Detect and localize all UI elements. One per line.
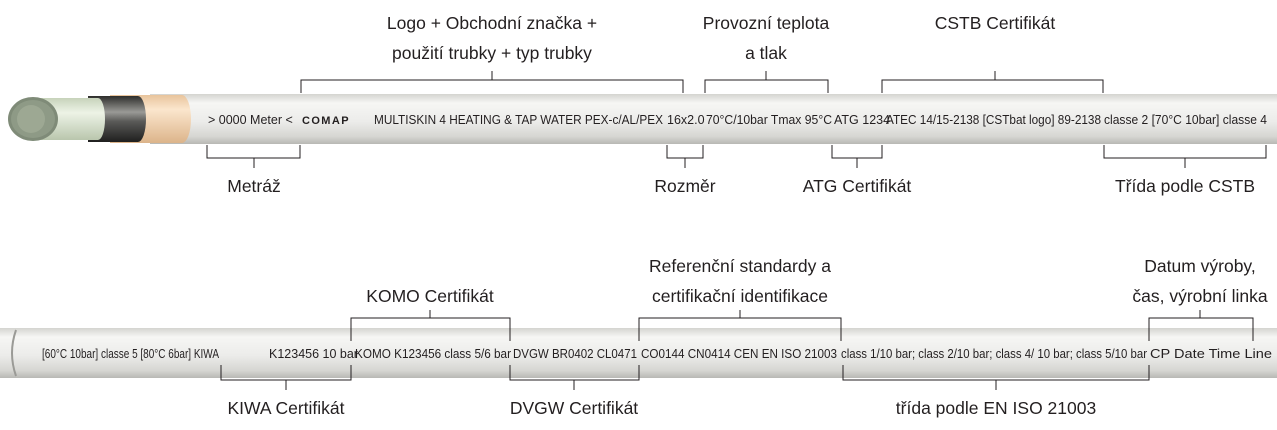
- pipe-1-bore: [17, 105, 45, 133]
- label-temp-line1: Provozní teplota: [703, 13, 830, 33]
- bracket-cstb-class: [1103, 145, 1267, 168]
- bracket-reference: [638, 310, 842, 341]
- label-iso: třída podle EN ISO 21003: [896, 398, 1096, 418]
- label-cstb-class: Třída podle CSTB: [1115, 176, 1255, 196]
- pipe-2-cut-edge: [11, 329, 17, 377]
- print-kiwa: K123456 10 bar: [269, 347, 358, 361]
- bracket-date: [1148, 310, 1254, 341]
- label-size: Rozměr: [654, 176, 715, 196]
- bracket-dvgw: [509, 365, 640, 390]
- print-iso-classes: class 1/10 bar; class 2/10 bar; class 4/…: [841, 347, 1147, 361]
- label-logo-line2: použití trubky + typ trubky: [392, 43, 592, 63]
- bracket-kiwa: [220, 365, 352, 390]
- print-meter: > 0000 Meter <: [208, 113, 293, 127]
- print-komo: KOMO K123456 class 5/6 bar: [355, 347, 511, 361]
- label-temp-line2: a tlak: [745, 43, 787, 63]
- print-brand: MULTISKIN 4 HEATING & TAP WATER PEX-c/AL…: [374, 113, 664, 127]
- bracket-temp: [704, 71, 829, 93]
- print-date: CP Date Time Line: [1150, 347, 1272, 361]
- print-dvgw: DVGW BR0402 CL0471: [513, 347, 637, 361]
- label-date-line1: Datum výroby,: [1144, 256, 1256, 276]
- bracket-cstb: [881, 71, 1104, 93]
- print-temp: 70°C/10bar Tmax 95°C: [706, 113, 832, 127]
- label-komo: KOMO Certifikát: [366, 286, 494, 306]
- print-cstb: ATEC 14/15-2138 [CSTbat logo] 89-2138: [886, 113, 1101, 127]
- comap-logo: COMAP: [302, 115, 350, 127]
- print-continuation: [60°C 10bar] classe 5 [80°C 6bar] KIWA: [42, 347, 220, 361]
- bracket-atg: [831, 145, 883, 168]
- bracket-size: [666, 145, 704, 168]
- pipe-1: > 0000 Meter < COMAP MULTISKIN 4 HEATING…: [8, 13, 1277, 196]
- label-reference-line2: certifikační identifikace: [652, 286, 828, 306]
- label-meter: Metráž: [227, 176, 280, 196]
- label-date-line2: čas, výrobní linka: [1132, 286, 1267, 306]
- pipe-1-body: [150, 94, 1277, 144]
- bracket-iso: [842, 365, 1150, 390]
- bracket-logo: [300, 71, 684, 93]
- print-reference: CO0144 CN0414 CEN EN ISO 21003: [641, 347, 837, 361]
- pipe-1-inner-tube-cap: [91, 98, 105, 140]
- print-cstb-class: classe 2 [70°C 10bar] classe 4: [1104, 113, 1267, 127]
- print-size: 16x2.0: [667, 113, 705, 127]
- label-cstb: CSTB Certifikát: [935, 13, 1056, 33]
- bracket-meter: [206, 145, 301, 168]
- label-kiwa: KIWA Certifikát: [227, 398, 344, 418]
- label-logo-line1: Logo + Obchodní značka +: [387, 13, 597, 33]
- pipe-1-aluminium-cap: [130, 96, 146, 142]
- bracket-komo: [350, 310, 511, 341]
- pipe-1-orange-cap: [173, 95, 191, 143]
- print-atg: ATG 1234: [834, 113, 890, 127]
- label-atg: ATG Certifikát: [803, 176, 912, 196]
- pipe-2: [60°C 10bar] classe 5 [80°C 6bar] KIWA K…: [0, 256, 1277, 418]
- label-reference-line1: Referenční standardy a: [649, 256, 831, 276]
- label-dvgw: DVGW Certifikát: [510, 398, 638, 418]
